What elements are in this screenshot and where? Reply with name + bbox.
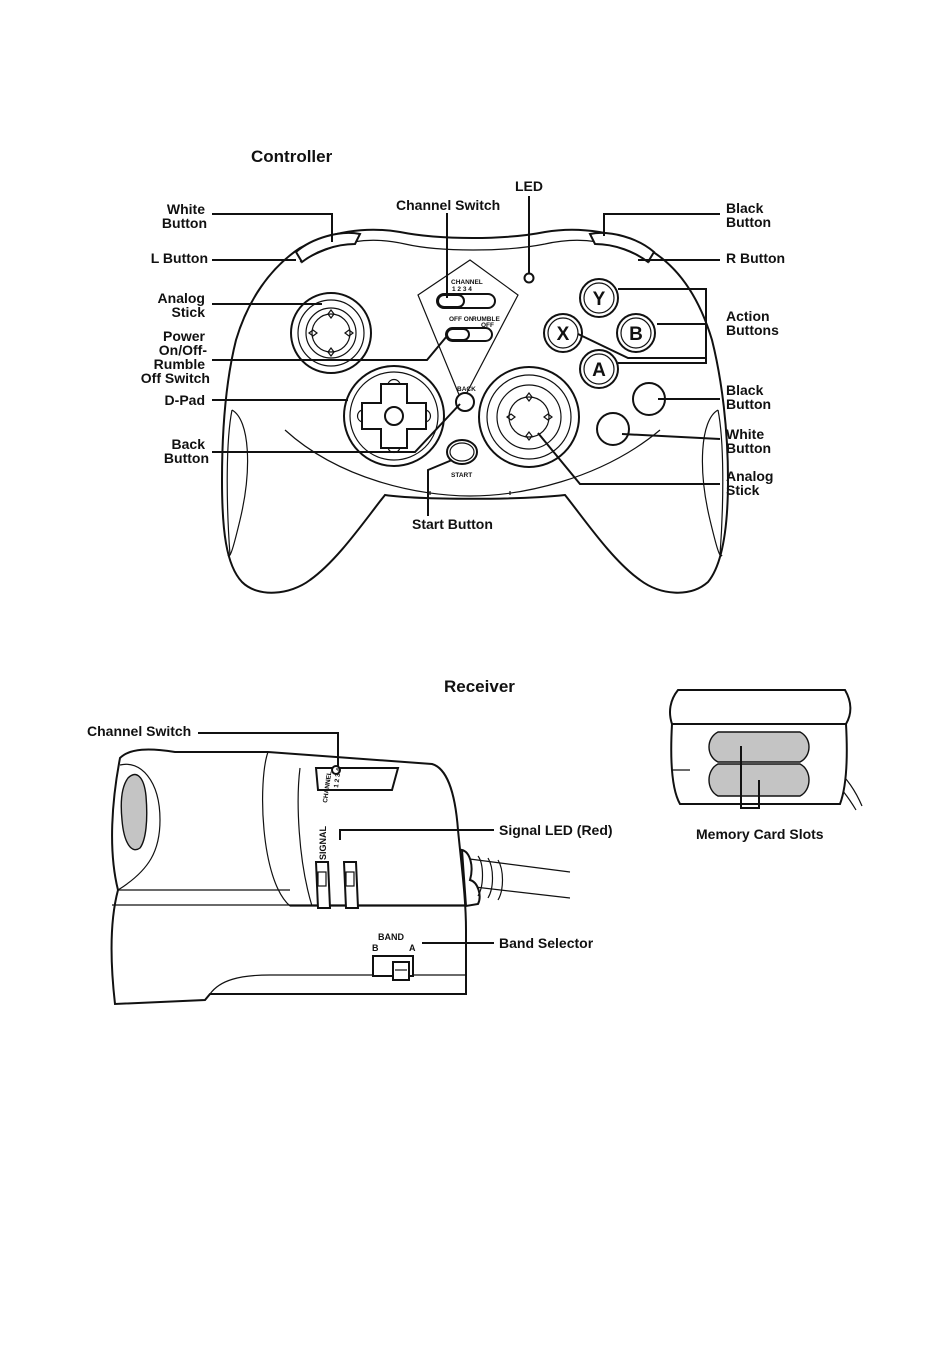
start-print: START — [451, 472, 472, 479]
label-black-button-top-2: Button — [726, 214, 771, 230]
label-black-button-right-2: Button — [726, 396, 771, 412]
band-a-print: A — [409, 943, 416, 953]
label-white-button-right-1: White — [726, 426, 764, 442]
power-rumble-switch[interactable]: OFF ON RUMBLE OFF — [445, 316, 500, 342]
label-black-button-right-1: Black — [726, 382, 764, 398]
label-power-1: Power — [163, 328, 206, 344]
controller-channel-numbers: 1 2 3 4 — [452, 286, 472, 293]
label-white-button-right-2: Button — [726, 440, 771, 456]
white-button[interactable] — [596, 412, 630, 446]
label-analog-stick-right-1: Analog — [726, 468, 773, 484]
label-receiver-channel-switch: Channel Switch — [87, 723, 191, 739]
label-white-button-left-2: Button — [162, 215, 207, 231]
label-back-button-2: Button — [164, 450, 209, 466]
back-button[interactable]: BACK — [455, 386, 476, 412]
memory-card-slot-1 — [708, 731, 810, 763]
receiver-channel-switch[interactable]: CHANNEL 1 2 3 4 — [314, 765, 400, 803]
label-back-button-1: Back — [172, 436, 206, 452]
label-white-button-left-1: White — [167, 201, 205, 217]
dpad[interactable] — [343, 365, 445, 467]
receiver-title: Receiver — [444, 677, 515, 696]
controller-title: Controller — [251, 147, 333, 166]
label-analog-stick-left-1: Analog — [158, 290, 205, 306]
receiver-channel-print: CHANNEL — [322, 771, 333, 803]
rumble-print: RUMBLE — [472, 316, 500, 323]
receiver-leader-lines — [198, 732, 494, 944]
off-on-print: OFF ON — [449, 316, 474, 323]
band-b-print: B — [372, 943, 379, 953]
a-letter: A — [592, 360, 606, 381]
receiver-body — [110, 748, 571, 1006]
memory-card-leader — [740, 746, 760, 809]
rumble-off-print: OFF — [481, 322, 494, 329]
label-action-buttons-1: Action — [726, 308, 770, 324]
label-action-buttons-2: Buttons — [726, 322, 779, 338]
back-print: BACK — [457, 386, 476, 393]
label-l-button: L Button — [151, 250, 208, 266]
right-analog-stick[interactable] — [478, 366, 580, 468]
label-signal-led: Signal LED (Red) — [499, 822, 613, 838]
face-button-a[interactable]: A — [579, 349, 619, 389]
memory-card-module — [669, 689, 863, 811]
left-analog-stick[interactable] — [290, 292, 372, 374]
face-button-x[interactable]: X — [543, 313, 583, 353]
label-dpad: D-Pad — [165, 392, 205, 408]
controller-leader-lines — [212, 196, 721, 516]
start-button[interactable]: START — [446, 439, 478, 479]
controller-channel-switch[interactable]: CHANNEL 1 2 3 4 — [436, 279, 496, 309]
face-button-b[interactable]: B — [616, 313, 656, 353]
label-power-2: On/Off- — [159, 342, 208, 358]
signal-print: SIGNAL — [318, 825, 328, 860]
y-letter: Y — [593, 289, 606, 310]
x-letter: X — [557, 324, 570, 345]
label-channel-switch: Channel Switch — [396, 197, 500, 213]
b-letter: B — [629, 324, 643, 345]
face-button-y[interactable]: Y — [579, 278, 619, 318]
band-print: BAND — [378, 932, 404, 942]
led-indicator — [523, 272, 535, 284]
label-band-selector: Band Selector — [499, 935, 594, 951]
label-r-button: R Button — [726, 250, 785, 266]
label-analog-stick-left-2: Stick — [172, 304, 206, 320]
label-memory-card-slots: Memory Card Slots — [696, 826, 824, 842]
label-black-button-top-1: Black — [726, 200, 764, 216]
label-power-3: Rumble — [154, 356, 206, 372]
label-led: LED — [515, 178, 543, 194]
receiver-channel-numbers: 1 2 3 4 — [333, 767, 343, 788]
label-analog-stick-right-2: Stick — [726, 482, 760, 498]
label-power-4: Off Switch — [141, 370, 210, 386]
controller-channel-print: CHANNEL — [451, 279, 483, 286]
label-start-button: Start Button — [412, 516, 493, 532]
